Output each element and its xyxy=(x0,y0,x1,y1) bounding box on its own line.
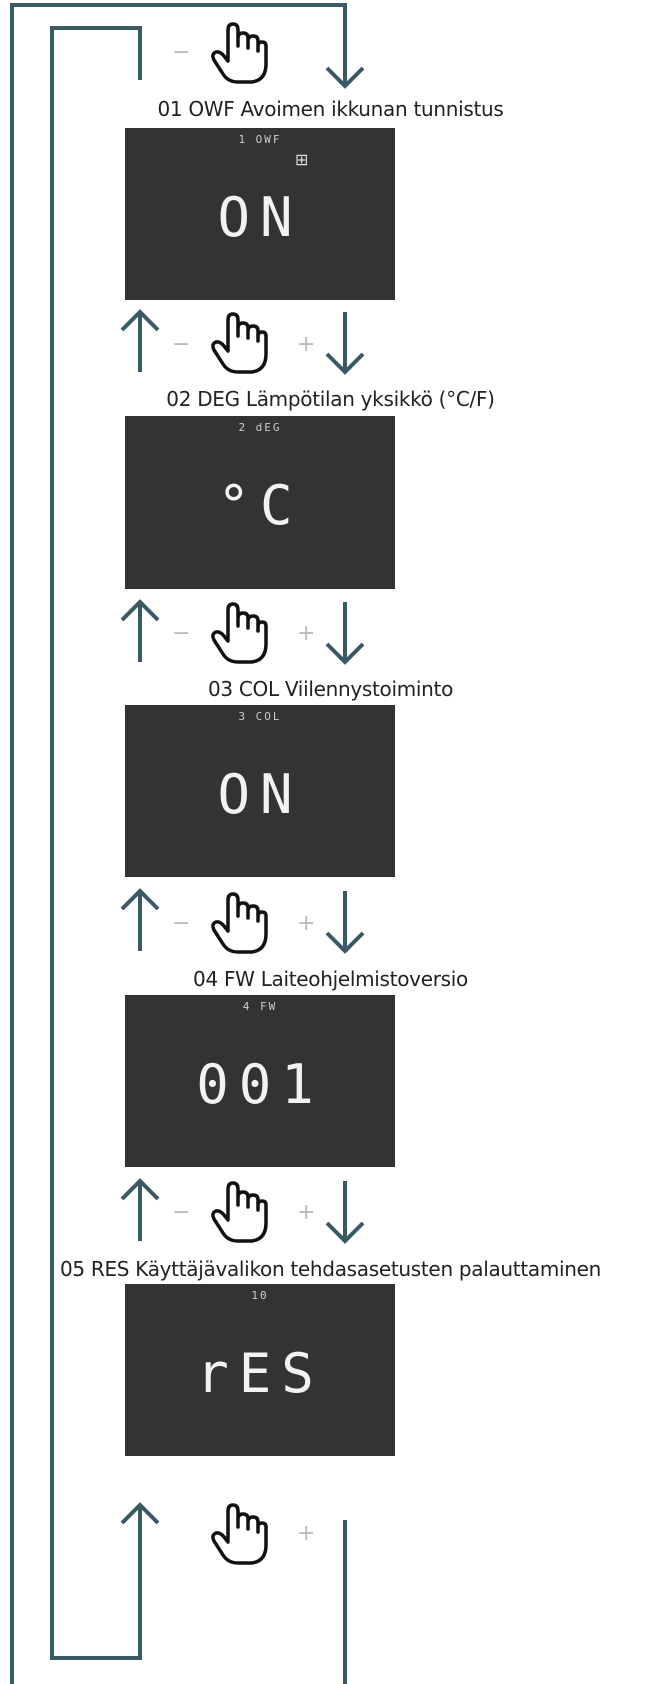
arrow-up-icon xyxy=(120,309,160,372)
arrow-up-icon xyxy=(120,1178,160,1241)
hand-pointer-icon xyxy=(211,892,268,954)
step-4-code: 4 FW xyxy=(242,1000,278,1013)
step-2-label: 02 DEG Lämpötilan yksikkö (°C/F) xyxy=(166,387,495,411)
inner-loop-frame xyxy=(50,26,142,1660)
minus-sign: − xyxy=(172,911,191,936)
step-2-display: 2 dEG °C xyxy=(125,416,395,589)
step-3-display: 3 COL ON xyxy=(125,705,395,877)
step-1-code: 1 OWF xyxy=(238,133,282,146)
minus-sign: − xyxy=(172,332,191,357)
step-1-value: ON xyxy=(217,186,303,249)
arrow-down-icon xyxy=(325,5,365,89)
step-3-code: 3 COL xyxy=(238,710,282,723)
step-4-value: 001 xyxy=(196,1053,324,1116)
step-1-display: 1 OWF ⊞ ON xyxy=(125,128,395,300)
step-2-code: 2 dEG xyxy=(238,421,282,434)
plus-sign: + xyxy=(297,1200,316,1225)
step-1-label: 01 OWF Avoimen ikkunan tunnistus xyxy=(157,97,504,121)
arrow-down-icon xyxy=(325,602,365,665)
arrow-up-icon xyxy=(120,888,160,951)
hand-pointer-icon xyxy=(211,312,268,374)
hand-pointer-icon xyxy=(211,602,268,664)
plus-sign: + xyxy=(297,911,316,936)
minus-sign: − xyxy=(172,40,191,65)
arrow-up-icon xyxy=(120,1502,160,1592)
plus-sign: + xyxy=(297,1521,316,1546)
window-icon: ⊞ xyxy=(295,150,309,169)
hand-pointer-icon xyxy=(211,22,268,84)
arrow-down-icon xyxy=(325,891,365,954)
hand-pointer-icon xyxy=(211,1181,268,1243)
step-4-display: 4 FW 001 xyxy=(125,995,395,1167)
plus-sign: + xyxy=(297,332,316,357)
arrow-down-icon xyxy=(325,312,365,375)
step-2-value: °C xyxy=(217,474,303,537)
step-5-display: 10 rES xyxy=(125,1284,395,1456)
step-5-code: 10 xyxy=(251,1289,269,1302)
step-3-label: 03 COL Viilennystoiminto xyxy=(207,677,454,701)
step-5-value: rES xyxy=(196,1342,324,1405)
step-4-label: 04 FW Laiteohjelmistoversio xyxy=(193,967,468,991)
hand-pointer-icon xyxy=(211,1503,268,1565)
arrow-up-icon xyxy=(120,599,160,662)
step-5-label: 05 RES Käyttäjävalikon tehdasasetusten p… xyxy=(59,1257,602,1281)
step-3-value: ON xyxy=(217,763,303,826)
plus-sign: + xyxy=(297,621,316,646)
minus-sign: − xyxy=(172,1200,191,1225)
minus-sign: − xyxy=(172,621,191,646)
arrow-down-icon xyxy=(325,1181,365,1244)
